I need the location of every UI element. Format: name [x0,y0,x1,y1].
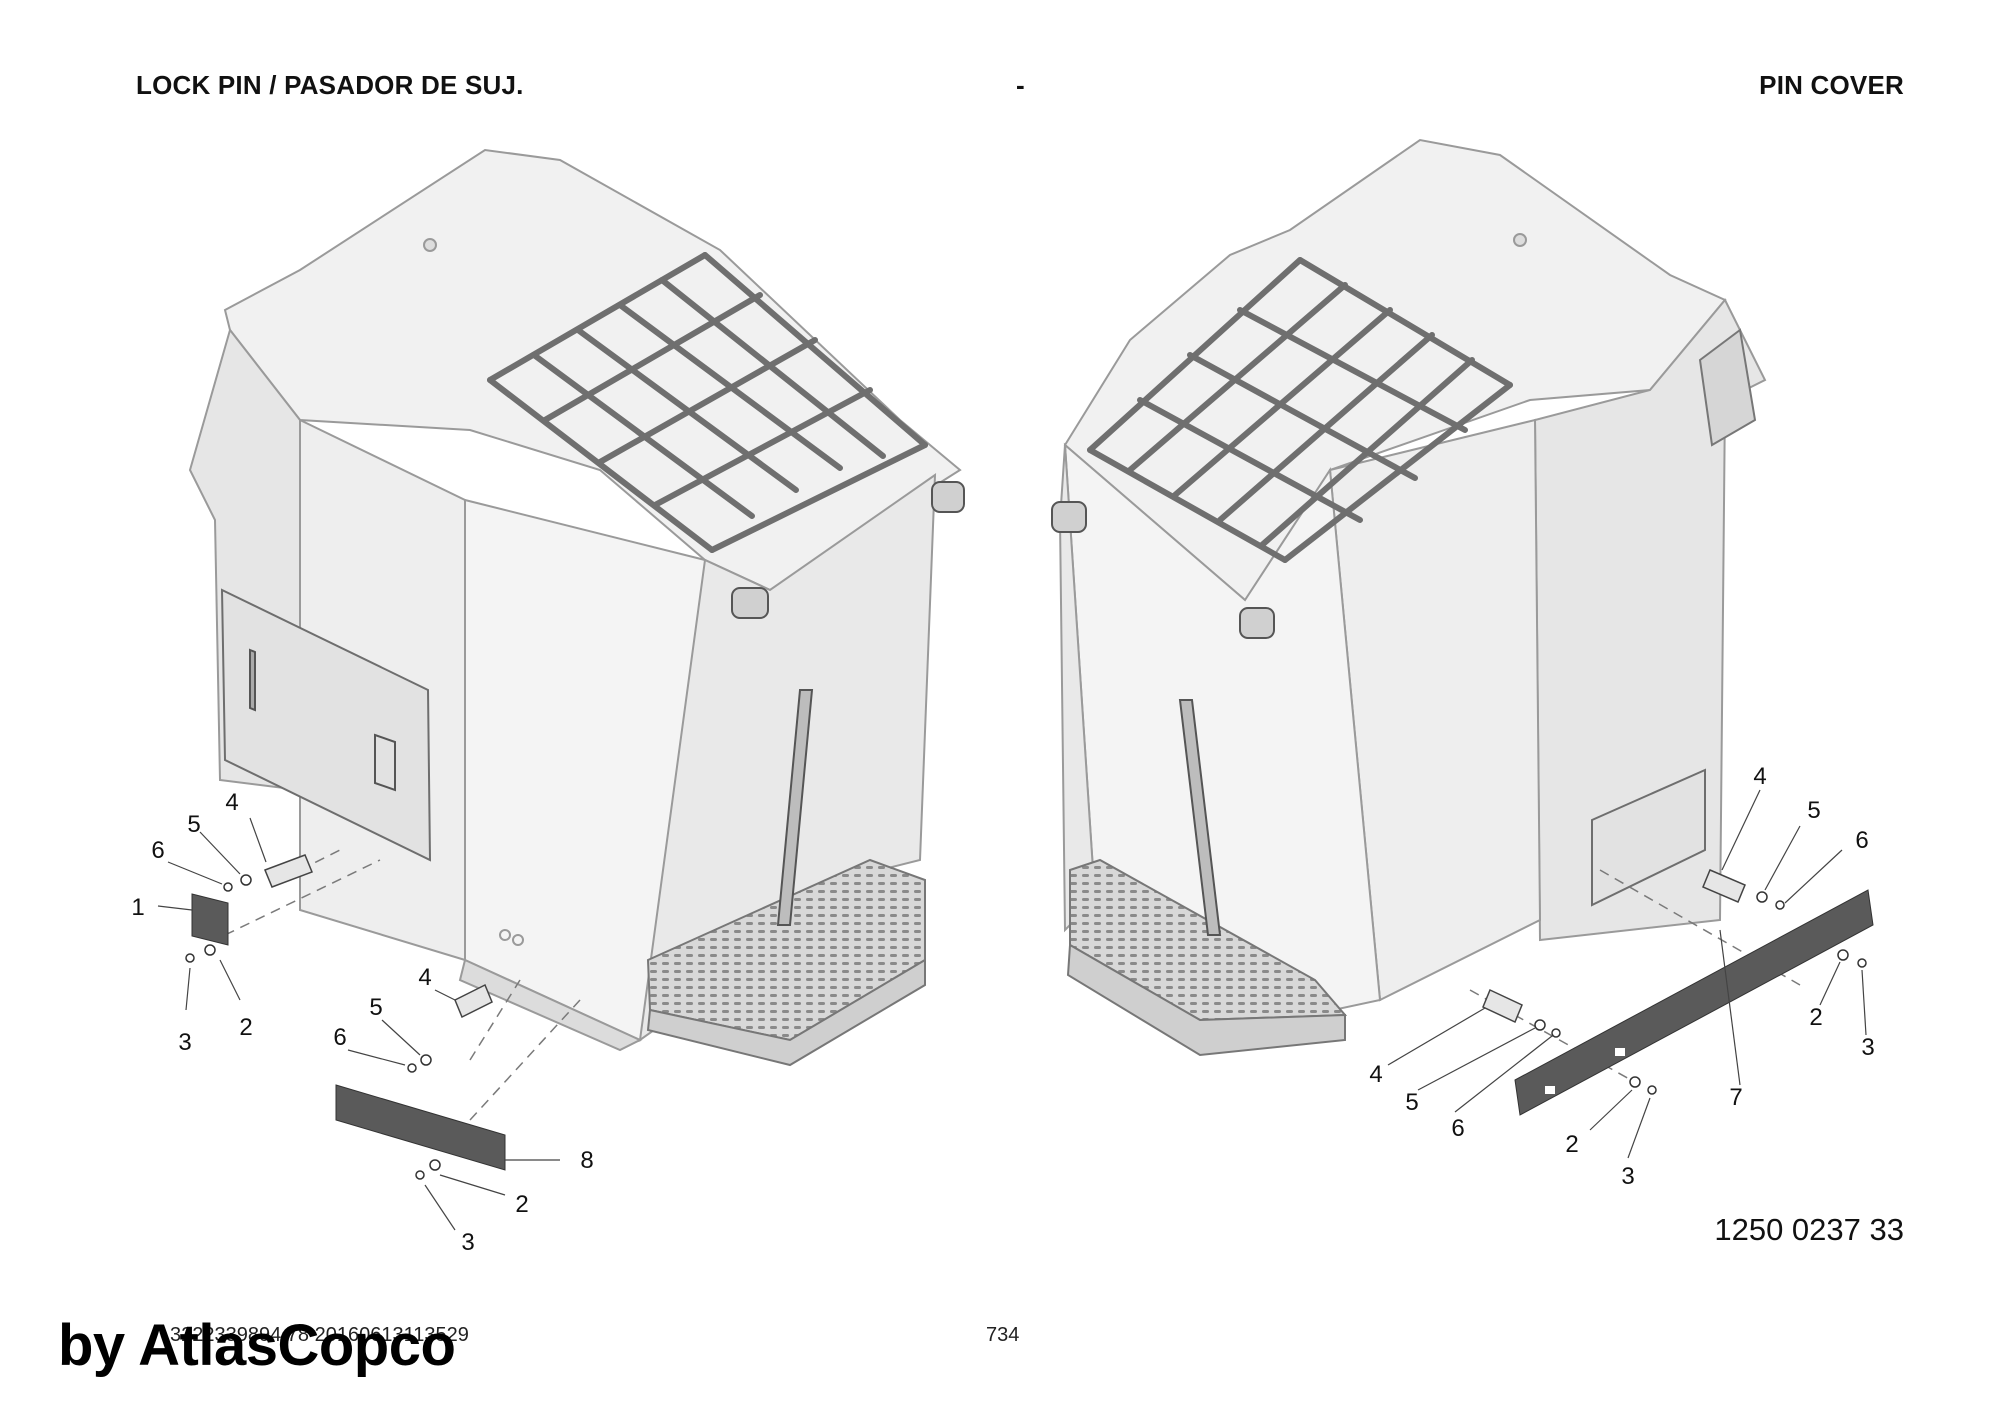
header-left-title: LOCK PIN / PASADOR DE SUJ. [136,70,524,100]
left-callout-4b: 4 [418,964,431,991]
right-cab-wiper [1178,699,1222,936]
left-callout-4a: 4 [225,789,238,816]
left-callout-6a: 6 [151,837,164,864]
right-part-washer-5b [1534,1019,1546,1031]
left-part-bolt-6a [223,882,233,892]
footer-document-id: 3222339894 78 20160613113529 [170,1324,469,1346]
right-callout-3b: 3 [1621,1163,1634,1190]
right-part-washer-2b [1629,1076,1641,1088]
drawing-number: 1250 0237 33 [1714,1212,1904,1247]
left-parts: 1 2 3 4 5 6 8 2 3 4 5 6 [131,789,593,1256]
left-callout-3a: 3 [178,1029,191,1056]
right-part-bolt-6a [1775,900,1785,910]
left-cab-roof-rack [487,252,928,553]
right-parts: 4 5 6 2 3 7 4 5 6 2 3 [1369,763,1874,1190]
right-callout-4a: 4 [1753,763,1766,790]
right-callout-2a: 2 [1809,1004,1822,1031]
left-part-pin-cover-8 [335,1084,506,1171]
right-part-bolt-3a [1857,958,1867,968]
left-callout-2b: 2 [515,1191,528,1218]
right-part-lock-pin-4b [1482,988,1523,1024]
right-callout-5a: 5 [1807,797,1820,824]
right-part-bolt-6b [1551,1028,1561,1038]
right-callout-2b: 2 [1565,1131,1578,1158]
left-callout-5b: 5 [369,994,382,1021]
right-cab-roof-rack [1087,257,1513,563]
right-cab-lamp-1 [1051,501,1087,533]
left-part-plate-1 [191,893,229,946]
left-cab-bottom [458,958,643,1052]
right-cab [1051,138,1767,1057]
left-part-bolt-3b [415,1170,425,1180]
right-part-bolt-3b [1647,1085,1657,1095]
right-cab-vent [1698,328,1757,447]
left-part-washer-2a [204,944,216,956]
right-callout-6b: 6 [1451,1115,1464,1142]
left-callout-6b: 6 [333,1024,346,1051]
right-part-washer-5a [1756,891,1768,903]
left-part-washer-5b [420,1054,432,1066]
right-part-washer-2a [1837,949,1849,961]
left-callout-1: 1 [131,894,144,921]
right-cab-frame [1058,444,1097,933]
right-callout-6a: 6 [1855,827,1868,854]
right-part-pin-cover-7 [1514,889,1874,1116]
left-cab-lamp-2 [931,481,965,513]
right-part-lock-pin-4a [1702,869,1746,903]
footer-page-number: 734 [986,1324,1020,1346]
header-center-dash: - [1016,70,1025,100]
right-callout-4b: 4 [1369,1061,1382,1088]
left-part-washer-5a [240,874,252,886]
left-part-bolt-6b [407,1063,417,1073]
left-callout-8: 8 [580,1147,593,1174]
right-cab-hatch [1591,768,1706,907]
left-part-lock-pin-4b [454,983,493,1019]
right-callout-7: 7 [1729,1084,1742,1111]
left-part-lock-pin-4a [264,854,313,888]
left-cab-lamp-1 [731,587,769,619]
left-callout-2a: 2 [239,1014,252,1041]
left-cab-hatch-handle [374,733,396,792]
left-part-washer-2b [429,1159,441,1171]
header-right-title: PIN COVER [1759,70,1904,100]
right-callout-3a: 3 [1861,1034,1874,1061]
left-cab-wiper [776,689,814,926]
watermark-text: by AtlasCopco [58,1313,456,1378]
left-callout-3b: 3 [461,1229,474,1256]
right-callout-5b: 5 [1405,1089,1418,1116]
left-part-bolt-3a [185,953,195,963]
left-cab [188,148,965,1067]
left-callout-5a: 5 [187,811,200,838]
left-cab-hatch [220,588,432,862]
right-cab-lamp-2 [1239,607,1275,639]
